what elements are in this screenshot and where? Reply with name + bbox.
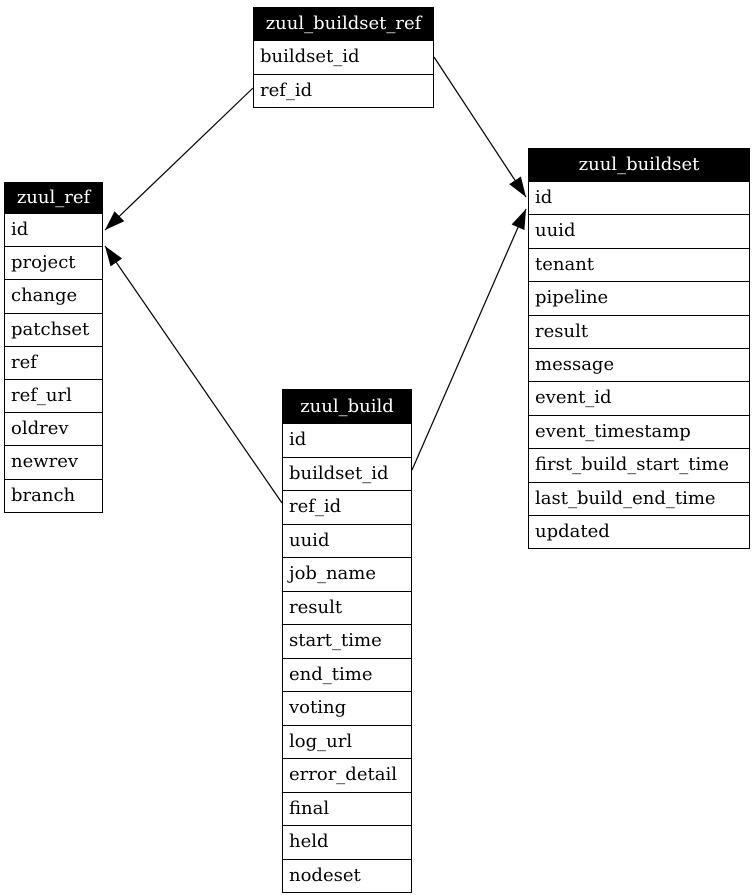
column-row-zuul_build: start_time <box>283 624 411 658</box>
column-row-zuul_build: ref_id <box>283 490 411 524</box>
column-row-zuul_buildset: id <box>529 181 749 215</box>
column-row-zuul_buildset: event_id <box>529 381 749 415</box>
table-header-zuul_buildset: zuul_buildset <box>529 149 749 181</box>
table-header-zuul_ref: zuul_ref <box>5 183 102 213</box>
relation-arrow-2 <box>104 245 283 504</box>
column-row-zuul_build: buildset_id <box>283 456 411 490</box>
column-row-zuul_build: voting <box>283 691 411 725</box>
relation-arrow-3 <box>411 208 527 471</box>
column-row-zuul_ref: ref_url <box>5 378 102 413</box>
column-row-zuul_buildset: first_build_start_time <box>529 448 749 482</box>
column-row-zuul_ref: ref <box>5 345 102 379</box>
column-row-zuul_buildset: message <box>529 347 749 382</box>
column-row-zuul_build: nodeset <box>283 858 411 892</box>
column-row-zuul_ref: change <box>5 279 102 313</box>
table-header-zuul_build: zuul_build <box>283 390 411 423</box>
column-row-zuul_buildset: event_timestamp <box>529 414 749 449</box>
column-row-zuul_buildset: uuid <box>529 214 749 248</box>
column-row-zuul_buildset_ref: buildset_id <box>254 40 433 74</box>
column-row-zuul_ref: oldrev <box>5 412 102 446</box>
column-row-zuul_buildset: last_build_end_time <box>529 481 749 515</box>
column-row-zuul_ref: id <box>5 213 102 247</box>
column-row-zuul_ref: patchset <box>5 312 102 346</box>
column-row-zuul_ref: newrev <box>5 445 102 479</box>
column-row-zuul_buildset: pipeline <box>529 281 749 315</box>
column-row-zuul_build: end_time <box>283 657 411 691</box>
column-row-zuul_buildset: tenant <box>529 247 749 282</box>
column-row-zuul_build: error_detail <box>283 758 411 792</box>
column-row-zuul_buildset: updated <box>529 514 749 549</box>
column-row-zuul_build: log_url <box>283 724 411 758</box>
column-row-zuul_build: final <box>283 791 411 825</box>
relation-arrow-1 <box>433 56 527 198</box>
relation-arrow-0 <box>104 87 254 231</box>
column-row-zuul_build: job_name <box>283 557 411 591</box>
column-row-zuul_ref: project <box>5 246 102 280</box>
column-row-zuul_buildset: result <box>529 314 749 348</box>
column-row-zuul_build: uuid <box>283 523 411 557</box>
column-row-zuul_buildset_ref: ref_id <box>254 73 433 107</box>
column-row-zuul_ref: branch <box>5 478 102 512</box>
column-row-zuul_build: result <box>283 590 411 624</box>
column-row-zuul_build: held <box>283 825 411 859</box>
table-header-zuul_buildset_ref: zuul_buildset_ref <box>254 8 433 40</box>
column-row-zuul_build: id <box>283 423 411 457</box>
